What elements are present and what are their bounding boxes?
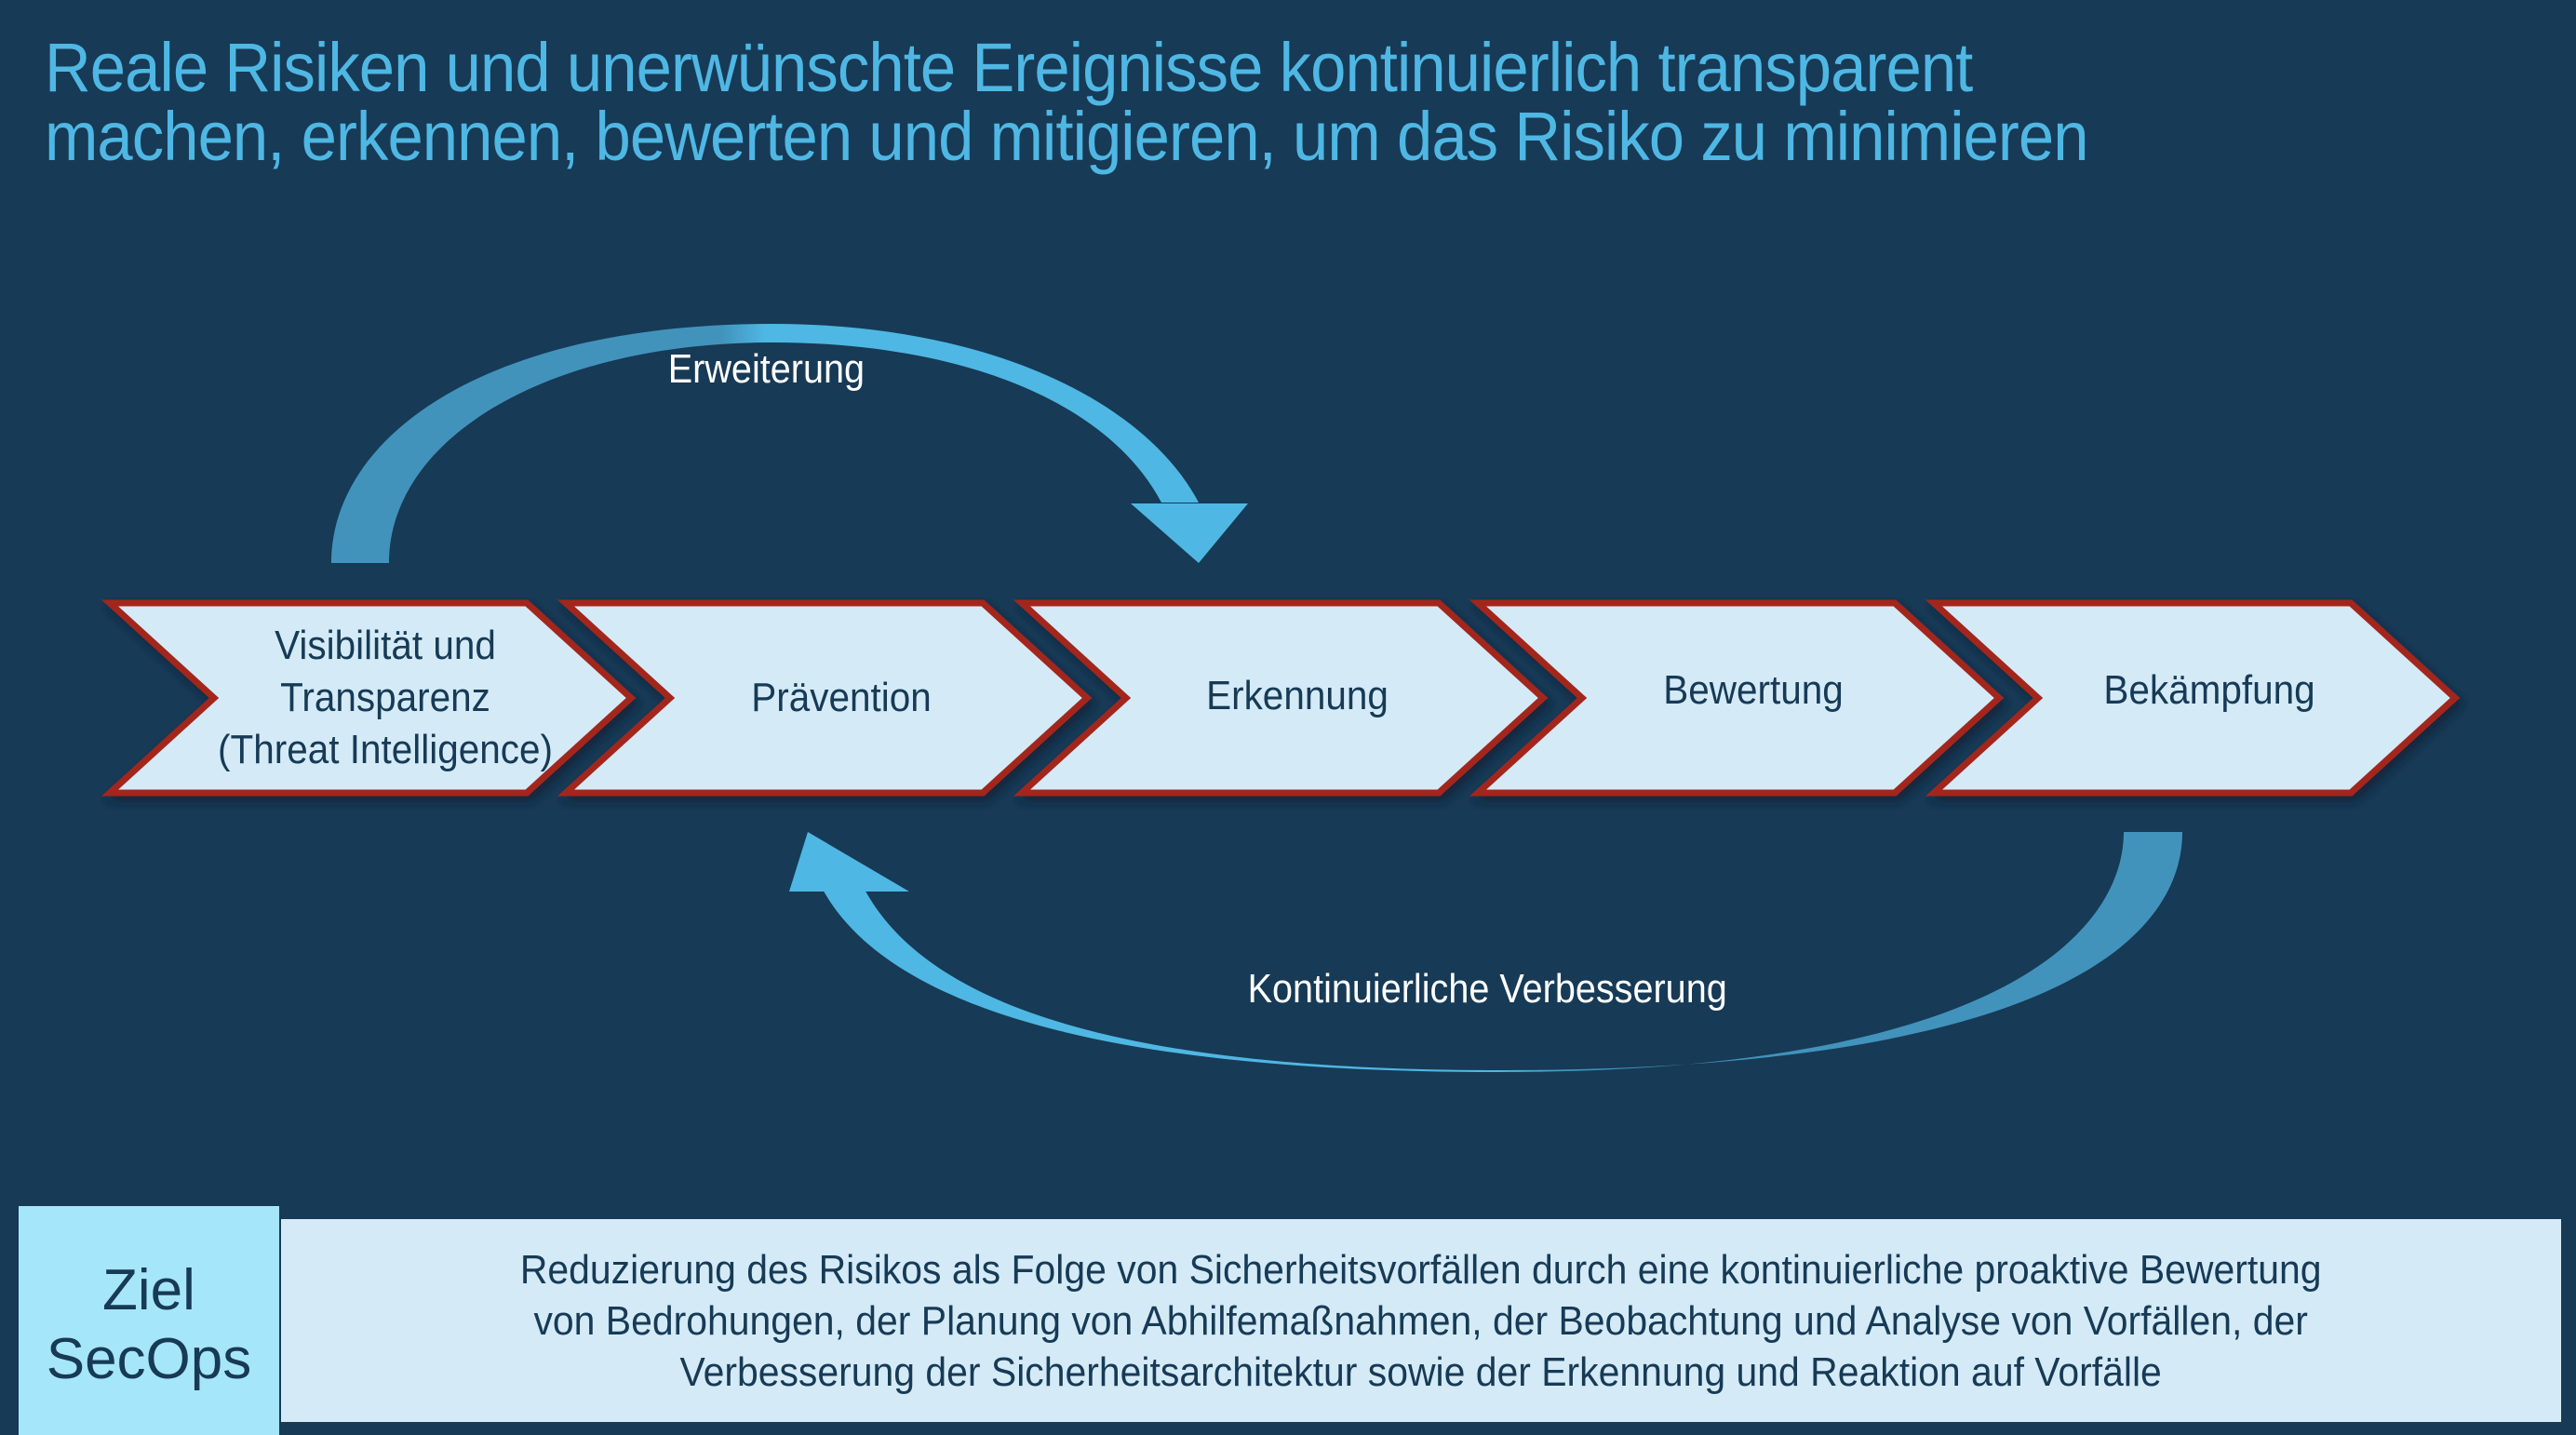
chevron-label-assessment: Bewertung (1496, 664, 2010, 717)
expansion-label: Erweiterung (667, 346, 865, 392)
goal-description-box: Reduzierung des Risikos als Folge von Si… (281, 1219, 2561, 1422)
goal-label-line-1: Ziel (102, 1258, 195, 1322)
goal-label-box: Ziel SecOps (19, 1206, 279, 1435)
chevron-label-line: Erkennung (1206, 673, 1389, 718)
page-title: Reale Risiken und unerwünschte Ereigniss… (45, 29, 2089, 175)
chevron-label-line: Bekämpfung (2103, 667, 2315, 713)
chevron-label-prevention: Prävention (584, 672, 1098, 724)
improvement-arrow-shaft (819, 832, 2182, 1072)
chevron-label-line: (Threat Intelligence) (217, 727, 553, 772)
goal-description-line: Reduzierung des Risikos als Folge von Si… (520, 1246, 2322, 1293)
chevron-label-line: Bewertung (1663, 667, 1844, 713)
chevron-label-detection: Erkennung (1040, 670, 1554, 722)
chevron-assessment (1469, 599, 2005, 797)
improvement-arrow (789, 832, 2182, 1072)
goal-description-line: von Bedrohungen, der Planung von Abhilfe… (533, 1297, 2309, 1344)
improvement-label: Kontinuierliche Verbesserung (1247, 966, 1727, 1012)
chevron-prevention (557, 599, 1093, 797)
chevron-detection (1013, 599, 1549, 797)
expansion-arrow-head (1131, 503, 1248, 563)
improvement-arrow-head (789, 832, 909, 892)
chevron-label-line: Prävention (751, 675, 932, 720)
expansion-arrow (331, 324, 1248, 563)
chevron-label-response: Bekämpfung (1952, 664, 2466, 717)
chevron-label-line: Visibilität und (275, 623, 496, 668)
chevron-visibility (101, 599, 637, 797)
title-line-1: Reale Risiken und unerwünschte Ereigniss… (45, 29, 1973, 106)
process-chevrons (101, 599, 2461, 797)
chevron-label-line: Transparenz (280, 675, 490, 720)
goal-description-line: Verbesserung der Sicherheitsarchitektur … (679, 1348, 2163, 1395)
chevron-response (1925, 599, 2461, 797)
goal-label-line-2: SecOps (46, 1327, 252, 1391)
title-line-2: machen, erkennen, bewerten und mitigiere… (45, 98, 2089, 175)
